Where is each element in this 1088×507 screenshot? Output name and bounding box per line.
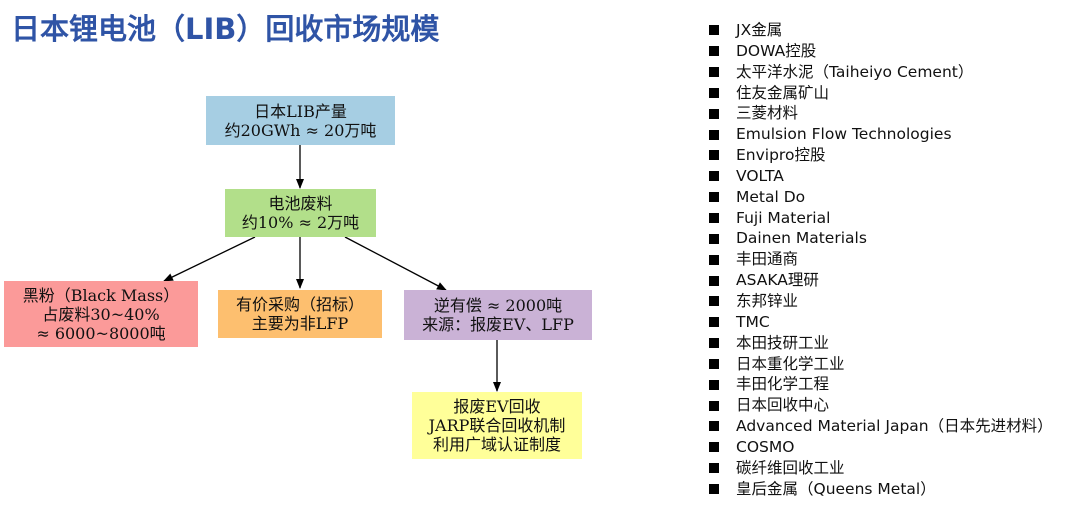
square-bullet-icon xyxy=(709,275,719,286)
square-bullet-icon xyxy=(709,338,719,349)
node-battery-waste: 电池废料 约10% ≈ 2万吨 xyxy=(225,189,376,237)
company-name: COSMO xyxy=(736,437,795,456)
company-name: 碳纤维回收工业 xyxy=(736,458,845,477)
company-list-item: 住友金属矿山 xyxy=(709,83,1053,104)
company-name: Envipro控股 xyxy=(736,146,826,165)
square-bullet-icon xyxy=(709,296,719,307)
company-list-item: Advanced Material Japan（日本先进材料） xyxy=(709,416,1053,437)
company-list-item: TMC xyxy=(709,312,1053,333)
company-list-item: DOWA控股 xyxy=(709,41,1053,62)
company-list-item: ASAKA理研 xyxy=(709,270,1053,291)
company-name: Dainen Materials xyxy=(736,229,867,248)
company-list-item: Dainen Materials xyxy=(709,228,1053,249)
company-list-item: 丰田通商 xyxy=(709,249,1053,270)
company-name: 住友金属矿山 xyxy=(736,83,830,102)
node-paid-purchase-line: 有价采购（招标） xyxy=(235,295,364,314)
square-bullet-icon xyxy=(709,400,719,411)
company-name: 太平洋水泥（Taiheiyo Cement） xyxy=(736,62,974,81)
node-ev-recycling-line: 报废EV回收 xyxy=(453,397,541,416)
square-bullet-icon xyxy=(709,483,719,494)
company-name: 本田技研工业 xyxy=(736,333,830,352)
square-bullet-icon xyxy=(709,129,719,140)
edge-waste-to-black-mass xyxy=(163,236,256,282)
node-lib-production-line: 约20GWh ≈ 20万吨 xyxy=(224,120,377,140)
page-title: 日本锂电池（LIB）回收市场规模 xyxy=(11,12,440,46)
company-list-item: VOLTA xyxy=(709,166,1053,187)
company-name: 丰田化学工程 xyxy=(736,375,830,394)
company-name: Emulsion Flow Technologies xyxy=(736,125,952,144)
node-reverse-payment: 逆有偿 ≈ 2000吨 来源：报废EV、LFP xyxy=(404,290,592,340)
company-list-item: 丰田化学工程 xyxy=(709,374,1053,395)
company-name: ASAKA理研 xyxy=(736,271,819,290)
node-lib-production-line: 日本LIB产量 xyxy=(254,101,347,121)
node-black-mass-line: 占废料30~40% xyxy=(42,304,160,324)
company-list-item: 皇后金属（Queens Metal） xyxy=(709,479,1053,500)
square-bullet-icon xyxy=(709,67,719,78)
square-bullet-icon xyxy=(709,421,719,432)
company-name: 日本重化学工业 xyxy=(736,354,845,373)
company-name: DOWA控股 xyxy=(736,41,817,60)
node-reverse-payment-line: 来源：报废EV、LFP xyxy=(422,315,574,334)
company-name: 东邦锌业 xyxy=(736,291,799,310)
company-name: Metal Do xyxy=(736,187,806,206)
company-name: 三菱材料 xyxy=(736,104,799,123)
company-list-item: 东邦锌业 xyxy=(709,291,1053,312)
company-list-item: Metal Do xyxy=(709,187,1053,208)
company-list: JX金属 DOWA控股太平洋水泥（Taiheiyo Cement） 住友金属矿山三菱… xyxy=(709,20,1053,499)
company-name: 皇后金属（Queens Metal） xyxy=(736,479,936,498)
square-bullet-icon xyxy=(709,87,719,98)
node-reverse-payment-line: 逆有偿 ≈ 2000吨 xyxy=(433,296,563,315)
company-name: JX金属 xyxy=(736,21,783,39)
node-black-mass: 黑粉（Black Mass） 占废料30~40% ≈ 6000~8000吨 xyxy=(4,281,198,347)
edge-waste-to-reverse-payment xyxy=(344,236,447,291)
square-bullet-icon xyxy=(709,150,719,161)
node-paid-purchase: 有价采购（招标） 主要为非LFP xyxy=(218,290,382,338)
company-list-item: Fuji Material xyxy=(709,208,1053,229)
node-ev-recycling-line: JARP联合回收机制 xyxy=(428,416,566,435)
node-battery-waste-line: 电池废料 xyxy=(268,194,333,213)
square-bullet-icon xyxy=(709,25,719,36)
company-list-item: Envipro控股 xyxy=(709,145,1053,166)
node-paid-purchase-line: 主要为非LFP xyxy=(251,314,349,333)
node-lib-production: 日本LIB产量 约20GWh ≈ 20万吨 xyxy=(206,96,395,145)
company-list-item: 日本重化学工业 xyxy=(709,354,1053,375)
node-ev-recycling: 报废EV回收 JARP联合回收机制 利用广域认证制度 xyxy=(412,392,582,459)
company-list-item: JX金属 xyxy=(709,20,1053,41)
company-list-item: 本田技研工业 xyxy=(709,333,1053,354)
square-bullet-icon xyxy=(709,171,719,182)
square-bullet-icon xyxy=(709,463,719,474)
company-name: Advanced Material Japan（日本先进材料） xyxy=(736,417,1053,436)
square-bullet-icon xyxy=(709,192,719,203)
company-name: 丰田通商 xyxy=(736,250,799,269)
square-bullet-icon xyxy=(709,442,719,453)
node-black-mass-line: ≈ 6000~8000吨 xyxy=(36,323,166,343)
square-bullet-icon xyxy=(709,233,719,244)
company-list-item: 日本回收中心 xyxy=(709,395,1053,416)
square-bullet-icon xyxy=(709,108,719,119)
company-list-item: 碳纤维回收工业 xyxy=(709,458,1053,479)
node-battery-waste-line: 约10% ≈ 2万吨 xyxy=(241,213,360,232)
company-list-item: Emulsion Flow Technologies xyxy=(709,124,1053,145)
company-name: 日本回收中心 xyxy=(736,396,830,415)
square-bullet-icon xyxy=(709,46,719,57)
company-name: TMC xyxy=(736,312,770,331)
company-name: VOLTA xyxy=(736,166,784,185)
square-bullet-icon xyxy=(709,213,719,224)
square-bullet-icon xyxy=(709,317,719,328)
node-ev-recycling-line: 利用广域认证制度 xyxy=(432,435,561,454)
company-list-item: 三菱材料 xyxy=(709,103,1053,124)
square-bullet-icon xyxy=(709,358,719,369)
company-name: Fuji Material xyxy=(736,208,831,227)
company-list-item: 太平洋水泥（Taiheiyo Cement） xyxy=(709,62,1053,83)
node-black-mass-line: 黑粉（Black Mass） xyxy=(22,285,180,305)
square-bullet-icon xyxy=(709,379,719,390)
company-list-item: COSMO xyxy=(709,437,1053,458)
square-bullet-icon xyxy=(709,254,719,265)
